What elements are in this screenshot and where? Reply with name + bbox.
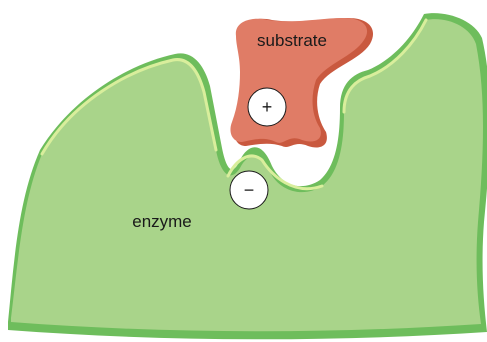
positive-charge-marker: +: [248, 88, 286, 126]
negative-charge-symbol: −: [244, 180, 255, 200]
positive-charge-symbol: +: [262, 97, 273, 117]
negative-charge-marker: −: [230, 171, 268, 209]
substrate-label: substrate: [257, 31, 327, 50]
enzyme-label: enzyme: [132, 212, 192, 231]
